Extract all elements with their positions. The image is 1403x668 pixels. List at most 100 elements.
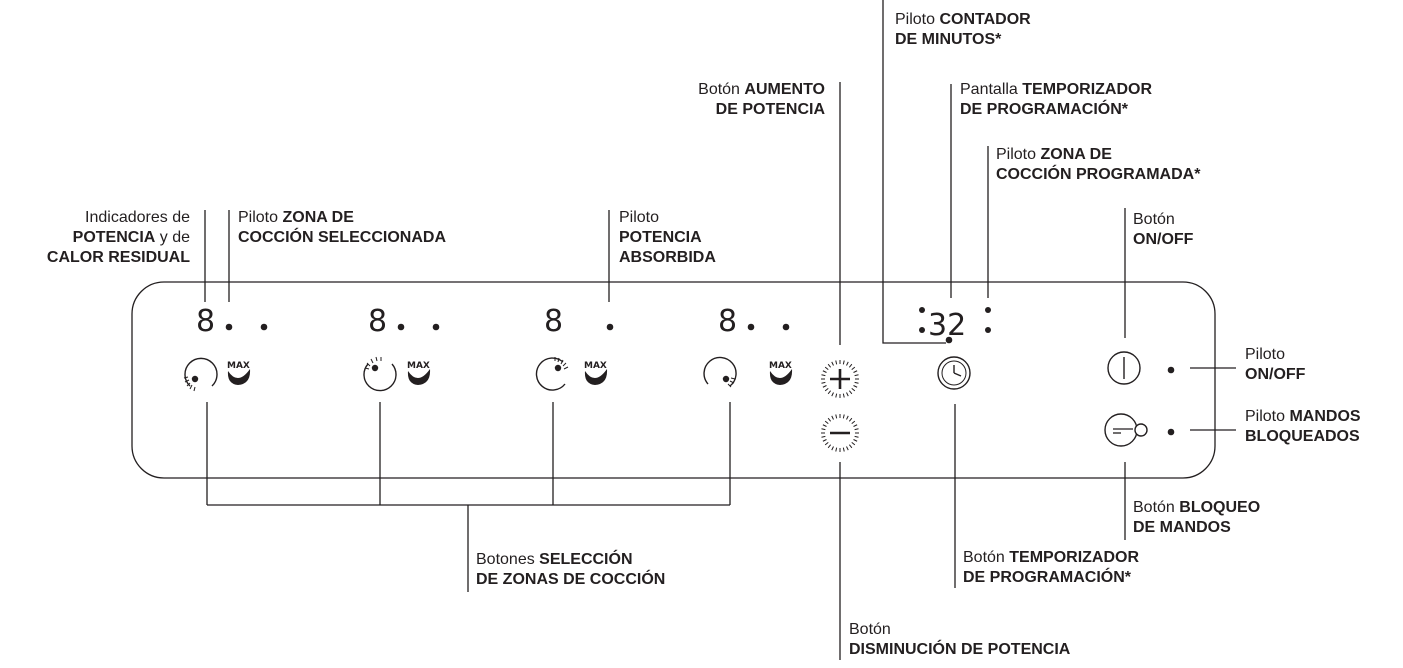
max-label: MAX — [227, 361, 250, 371]
zone-group-3: 8 MAX — [535, 304, 614, 391]
tick-mark — [853, 424, 858, 427]
zone-digit-2: 8 — [368, 304, 387, 339]
tick-mark — [831, 446, 834, 451]
absorbed-power-light-1 — [260, 323, 268, 331]
tick-mark — [831, 361, 834, 366]
zone-group-1: 8 MAX — [183, 304, 268, 392]
label-onoff-button: Botón ON/OFF — [1133, 211, 1194, 248]
tick-mark — [842, 447, 845, 452]
label-decrease-button: Botón DISMINUCIÓN DE POTENCIA — [849, 621, 1071, 658]
tick-mark — [835, 447, 838, 452]
tick-mark — [853, 370, 858, 373]
label-locked-controls-light: Piloto MANDOS BLOQUEADOS — [1245, 408, 1361, 445]
tick-mark — [854, 428, 859, 431]
absorbed-power-light-4 — [782, 323, 790, 331]
key-lock-icon — [1104, 413, 1148, 447]
zone-select-icon — [183, 357, 218, 392]
max-boost-icon: MAX — [584, 361, 608, 385]
tick-mark — [846, 392, 849, 397]
zone-digit-1: 8 — [196, 304, 215, 339]
tick-mark — [842, 393, 845, 398]
label-power-indicators: Indicadores de POTENCIA y de CALOR RESID… — [46, 209, 190, 266]
max-boost-icon: MAX — [407, 361, 431, 385]
tick-mark — [822, 370, 827, 373]
power-icon — [1107, 351, 1141, 385]
tick-mark — [835, 393, 838, 398]
locked-controls-light — [1167, 428, 1175, 436]
tick-mark — [846, 446, 849, 451]
programmed-zone-light — [985, 307, 991, 313]
label-zone-select-buttons: Botones SELECCIÓN DE ZONAS DE COCCIÓN — [476, 551, 666, 588]
tick-mark — [842, 360, 845, 365]
timer-digits: 32 — [928, 308, 966, 343]
absorbed-power-light-3 — [606, 323, 614, 331]
zone-group-4: 8 MAX — [703, 304, 793, 388]
max-label: MAX — [407, 361, 430, 371]
zone-select-icon — [703, 356, 737, 388]
tick-mark — [848, 363, 853, 368]
tick-mark — [848, 444, 853, 449]
tick-mark — [851, 441, 856, 446]
zone-selected-light-4 — [747, 323, 755, 331]
zone-select-icon — [363, 356, 397, 392]
leader-minute-counter — [882, 0, 946, 344]
tick-mark — [846, 361, 849, 366]
label-minute-counter-light: Piloto CONTADOR DE MINUTOS* — [895, 11, 1031, 48]
absorbed-power-light-2 — [432, 323, 440, 331]
tick-mark — [827, 390, 832, 395]
tick-mark — [822, 385, 827, 388]
tick-mark — [848, 417, 853, 422]
tick-mark — [821, 381, 826, 384]
tick-mark — [824, 441, 829, 446]
tick-mark — [851, 366, 856, 371]
max-boost-icon: MAX — [227, 361, 251, 385]
tick-mark — [824, 420, 829, 425]
zone-select-icon — [535, 357, 569, 391]
tick-mark — [827, 363, 832, 368]
tick-mark — [835, 414, 838, 419]
label-lock-button: Botón BLOQUEO DE MANDOS — [1133, 499, 1261, 536]
zone-digit-4: 8 — [718, 304, 737, 339]
label-programmed-zone-light: Piloto ZONA DE COCCIÓN PROGRAMADA* — [996, 146, 1201, 183]
tick-mark — [822, 424, 827, 427]
tick-mark — [853, 385, 858, 388]
onoff-light — [1167, 366, 1175, 374]
tick-mark — [851, 420, 856, 425]
timer-display: 32 — [919, 307, 991, 344]
max-label: MAX — [769, 361, 792, 371]
tick-mark — [846, 415, 849, 420]
panel-outline — [131, 281, 1216, 479]
tick-mark — [831, 415, 834, 420]
clock-icon — [937, 356, 971, 390]
label-timer-button: Botón TEMPORIZADOR DE PROGRAMACIÓN* — [963, 549, 1140, 586]
label-absorbed-power-light: Piloto POTENCIA ABSORBIDA — [619, 209, 716, 266]
zone-selected-light-1 — [225, 323, 233, 331]
tick-mark — [842, 414, 845, 419]
tick-mark — [824, 387, 829, 392]
label-onoff-light: Piloto ON/OFF — [1245, 346, 1306, 383]
tick-mark — [821, 435, 826, 438]
tick-mark — [821, 428, 826, 431]
tick-mark — [851, 387, 856, 392]
label-timer-display: Pantalla TEMPORIZADOR DE PROGRAMACIÓN* — [960, 81, 1153, 118]
tick-mark — [854, 435, 859, 438]
tick-mark — [824, 366, 829, 371]
max-boost-icon: MAX — [769, 361, 793, 385]
tick-mark — [854, 374, 859, 377]
label-increase-button: Botón AUMENTO DE POTENCIA — [698, 81, 825, 118]
tick-mark — [827, 444, 832, 449]
tick-mark — [835, 360, 838, 365]
zone-selected-light-2 — [397, 323, 405, 331]
minute-counter-light — [945, 336, 953, 344]
tick-mark — [854, 381, 859, 384]
minus-icon — [821, 414, 859, 452]
tick-mark — [821, 374, 826, 377]
tick-mark — [827, 417, 832, 422]
max-label: MAX — [584, 361, 607, 371]
tick-mark — [831, 392, 834, 397]
tick-mark — [822, 439, 827, 442]
tick-mark — [848, 390, 853, 395]
zone-digit-3: 8 — [544, 304, 563, 339]
